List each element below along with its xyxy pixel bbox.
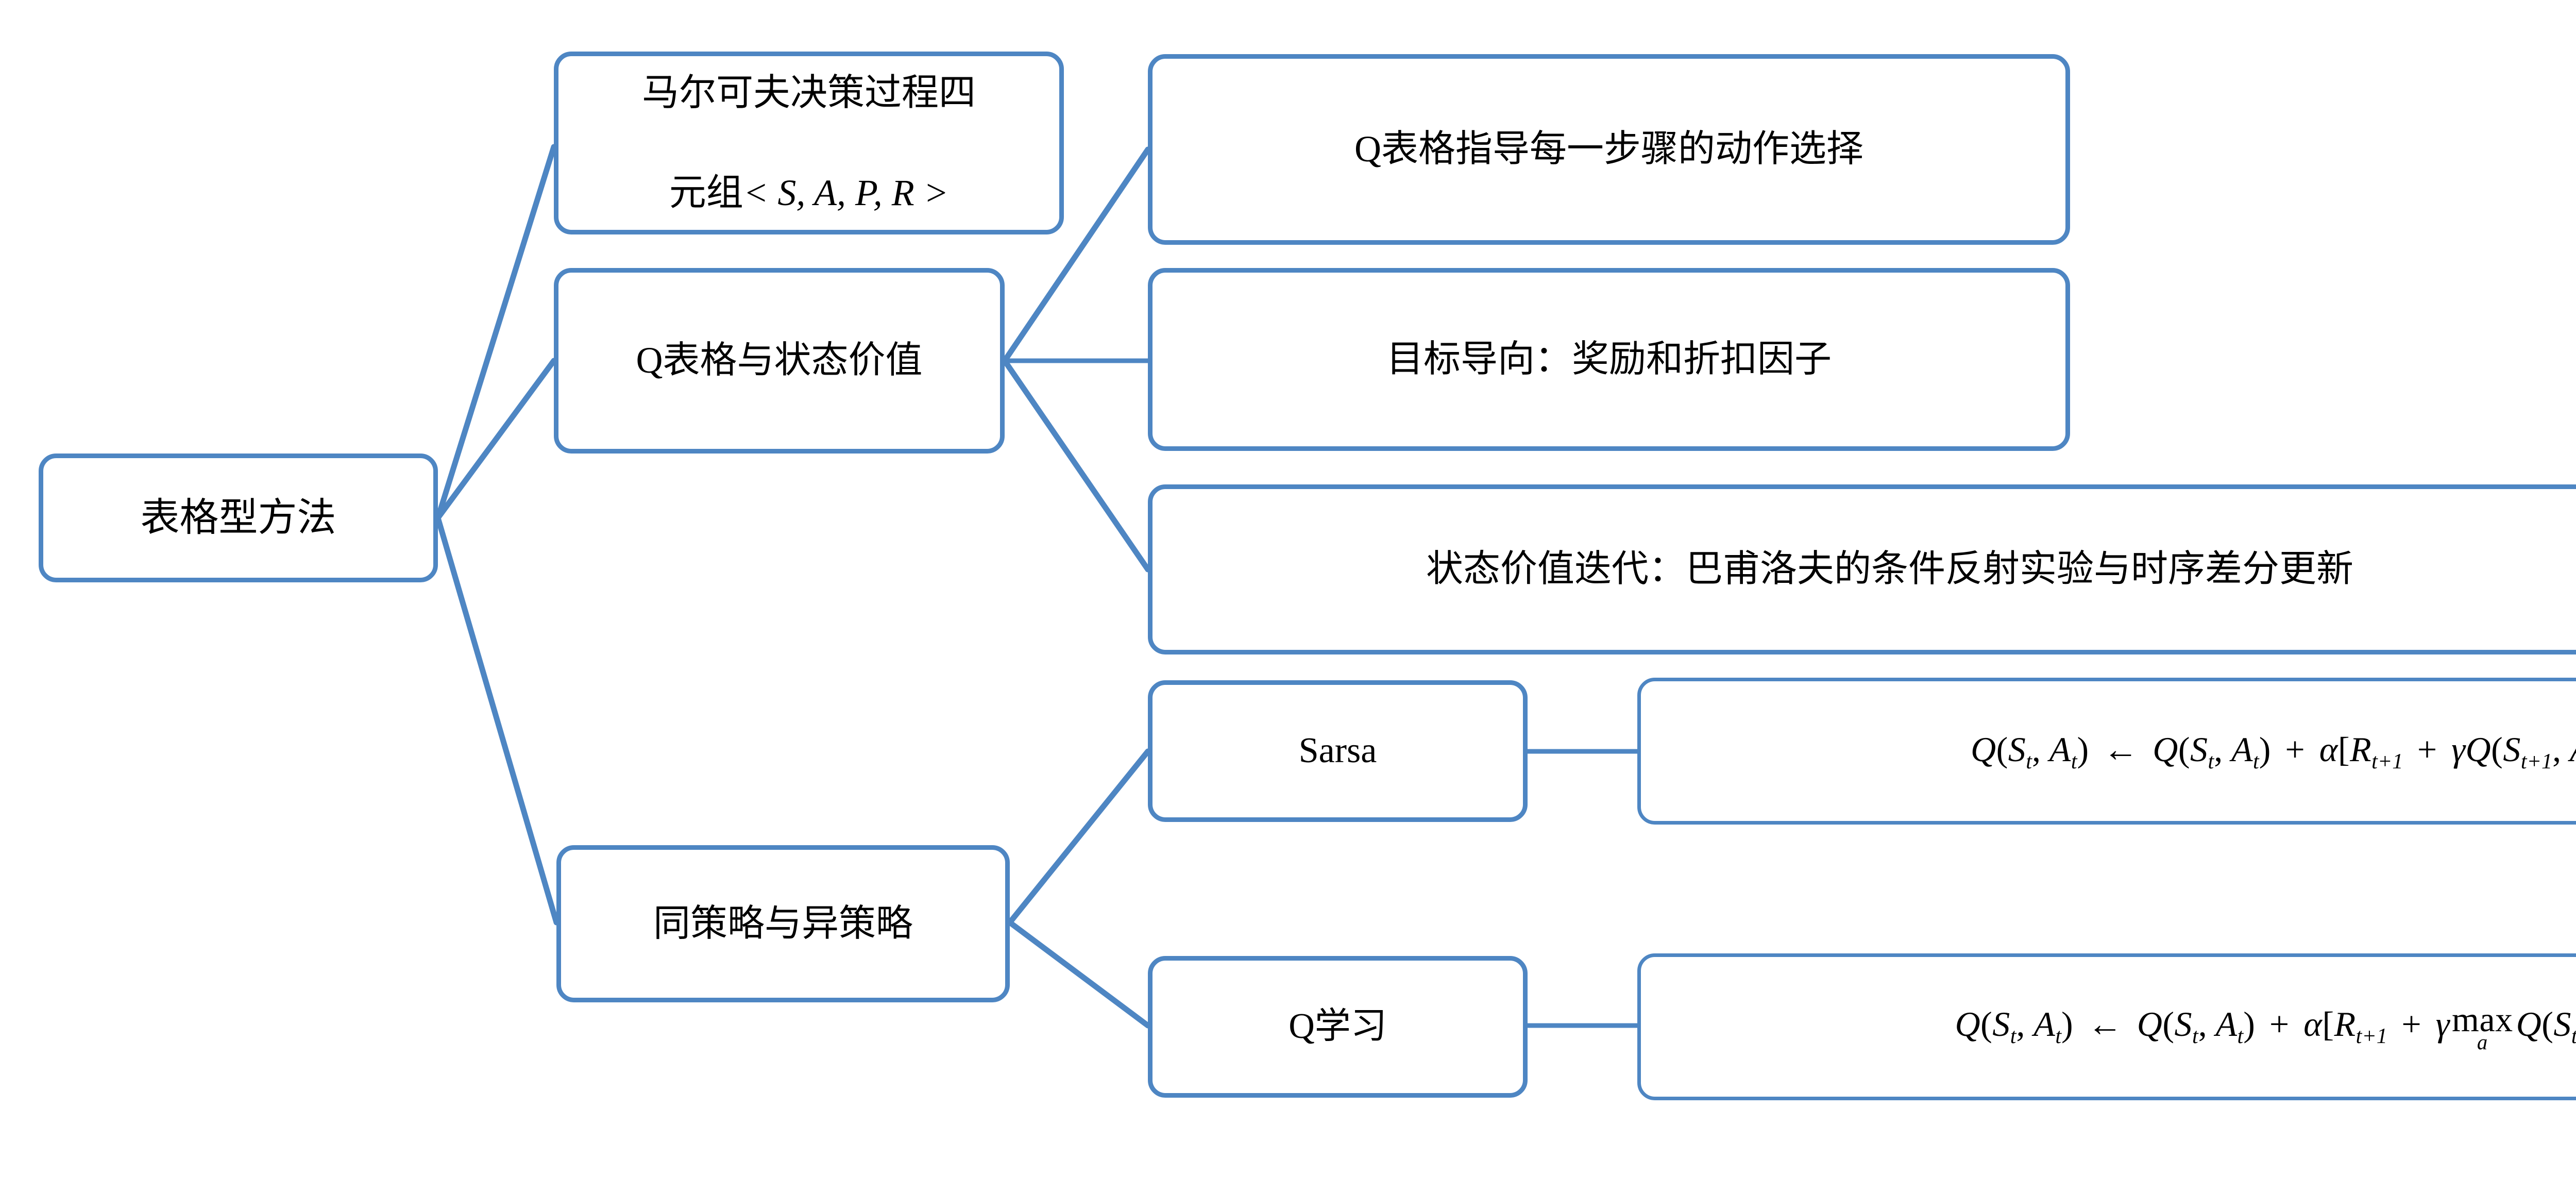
node-policy[interactable]: 同策略与异策略 bbox=[556, 845, 1010, 1002]
node-mdp-line2-prefix: 元组 bbox=[669, 172, 743, 214]
node-sarsa-formula[interactable]: Q(St, At) ← Q(St, At) + α[Rt+1 + γQ(St+1… bbox=[1637, 678, 2576, 825]
link-root-to-policy bbox=[435, 515, 560, 926]
node-q-action-label: Q表格指导每一步骤的动作选择 bbox=[1354, 128, 1863, 170]
node-mdp-line2: 元组< S, A, P, R > bbox=[669, 118, 949, 218]
link-policy-to-sarsa bbox=[1007, 748, 1151, 926]
node-mdp-line1: 马尔可夫决策过程四 bbox=[641, 72, 976, 113]
node-root-label: 表格型方法 bbox=[140, 496, 336, 540]
node-sarsa-label: Sarsa bbox=[1298, 731, 1377, 771]
node-q-goal[interactable]: 目标导向：奖励和折扣因子 bbox=[1148, 268, 2070, 451]
link-root-to-qtable bbox=[435, 358, 557, 521]
node-qlearning[interactable]: Q学习 bbox=[1148, 956, 1528, 1098]
node-mdp-line2-math: < S, A, P, R > bbox=[743, 172, 949, 214]
node-qtable-label: Q表格与状态价值 bbox=[636, 340, 923, 381]
sarsa-formula-math: Q(St, At) ← Q(St, At) + α[Rt+1 + γQ(St+1… bbox=[1971, 729, 2576, 774]
node-q-action[interactable]: Q表格指导每一步骤的动作选择 bbox=[1148, 54, 2070, 245]
link-qtable-to-valueiter bbox=[1002, 358, 1151, 573]
node-qtable[interactable]: Q表格与状态价值 bbox=[554, 268, 1005, 454]
node-root[interactable]: 表格型方法 bbox=[39, 454, 438, 582]
node-mdp[interactable]: 马尔可夫决策过程四 元组< S, A, P, R > bbox=[554, 52, 1064, 234]
node-q-value-iter-label: 状态价值迭代：巴甫洛夫的条件反射实验与时序差分更新 bbox=[1426, 548, 2353, 590]
node-policy-label: 同策略与异策略 bbox=[653, 902, 913, 944]
link-root-to-mdp bbox=[435, 144, 557, 521]
node-sarsa[interactable]: Sarsa bbox=[1148, 680, 1528, 822]
node-qlearning-label: Q学习 bbox=[1289, 1006, 1387, 1047]
link-policy-to-qlearning bbox=[1007, 919, 1151, 1029]
node-q-value-iter[interactable]: 状态价值迭代：巴甫洛夫的条件反射实验与时序差分更新 bbox=[1148, 484, 2576, 654]
node-q-goal-label: 目标导向：奖励和折扣因子 bbox=[1386, 338, 1832, 380]
